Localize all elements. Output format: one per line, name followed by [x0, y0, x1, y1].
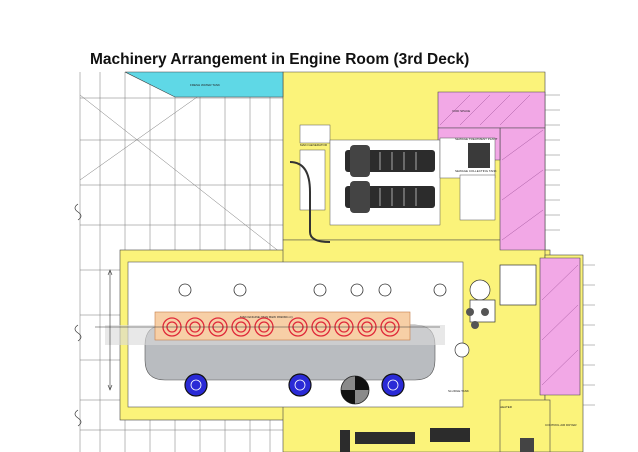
sewage-plant [468, 143, 490, 168]
fresh-water-tank [124, 71, 284, 98]
hull-marks [74, 203, 82, 427]
pink-hatching [439, 94, 579, 386]
sludge-tank-label: SLUDGE TANK [448, 389, 469, 393]
turbochargers [184, 373, 405, 397]
auxiliary-pumps [178, 283, 447, 297]
fresh-water-tank-label: FRESH WATER TANK [190, 83, 220, 87]
right-equipment [454, 264, 537, 358]
frame-scale [545, 94, 595, 406]
piping [289, 161, 331, 243]
dimension-lines [95, 269, 440, 391]
heater-label: HEATER [500, 405, 513, 409]
sewage-treatment-label: SEWAGE TREATMENT PLANT [455, 137, 498, 141]
main-generator-label: MAIN GENERATOR [300, 143, 328, 147]
diagram-title: Machinery Arrangement in Engine Room (3r… [90, 51, 470, 68]
void-space-label: VOID SPACE [452, 109, 470, 113]
thrust-block [340, 375, 370, 405]
main-generators [345, 145, 435, 213]
bottom-machinery [340, 428, 534, 452]
control-air-dryer-label: CONTROL AIR DRYER [545, 423, 577, 427]
sewage-collecting-label: SEWAGE COLLECTING TANK [455, 169, 497, 173]
strainers [466, 308, 489, 329]
main-engine-label: MAIN ENGINE (MAN B&W 9S90MC-C) [240, 315, 293, 319]
